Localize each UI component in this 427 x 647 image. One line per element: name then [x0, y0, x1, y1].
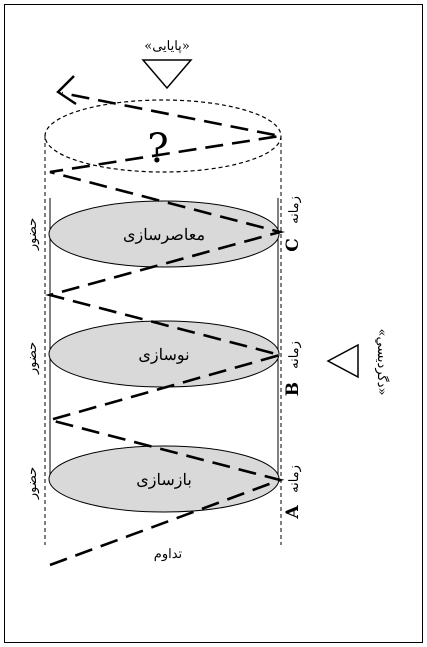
diagram-frame — [4, 4, 423, 643]
top-label: «پایایی» — [144, 39, 190, 54]
side-label: «دگرديسي» — [374, 329, 390, 396]
top-triangle — [141, 59, 193, 90]
spiral-path — [44, 91, 286, 567]
spiral-arrowhead — [56, 75, 77, 105]
side-triangle — [326, 343, 359, 379]
era-label-a: زمانه — [287, 465, 302, 493]
presence-label-a: حضور — [25, 467, 40, 500]
bottom-label: تداوم — [154, 547, 183, 562]
era-letter-a: A — [283, 505, 303, 520]
stage-name-c: معاصرسازی — [123, 225, 205, 244]
era-label-b: زمانه — [287, 341, 302, 369]
stage-name-a: بازسازی — [136, 470, 192, 489]
stage-name-b: نوسازی — [138, 345, 189, 364]
presence-label-b: حضور — [25, 342, 40, 375]
era-letter-b: B — [283, 382, 303, 396]
era-label-c: زمانه — [287, 196, 302, 224]
era-letter-c: C — [283, 238, 303, 252]
question-mark: ? — [147, 126, 168, 172]
presence-label-c: حضور — [25, 218, 40, 251]
